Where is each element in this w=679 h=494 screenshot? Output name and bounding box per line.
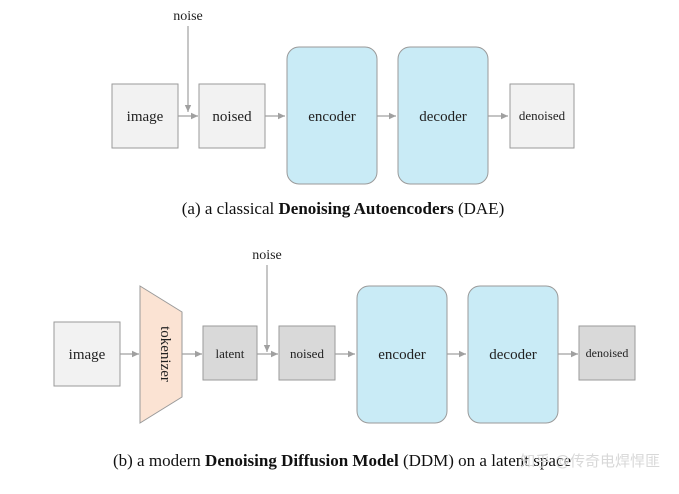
panel-b-image-label: image [69, 347, 106, 363]
panel-a: noise image noised encoder decoder denoi… [111, 9, 575, 218]
panel-b-tokenizer-shape [139, 285, 183, 424]
panel-a-caption-bold: Denoising Autoencoders [279, 199, 455, 218]
panel-b-caption-suffix: (DDM) on a latent space [399, 451, 571, 470]
panel-b-noise-label: noise [252, 248, 282, 263]
panel-b-image-box [53, 321, 121, 387]
panel-b-denoised-label: denoised [586, 346, 629, 360]
panel-b-caption-bold: Denoising Diffusion Model [205, 451, 399, 470]
panel-a-caption-suffix: (DAE) [454, 199, 505, 218]
panel-a-denoised-label: denoised [519, 108, 566, 123]
panel-a-decoder-label: decoder [419, 109, 466, 125]
panel-b: noise image tokenizer latent noised enco… [53, 248, 636, 470]
watermark-text: 知乎 @传奇电焊悍匪 [520, 452, 660, 470]
panel-b-decoder-label: decoder [489, 347, 536, 363]
panel-a-noised-label: noised [212, 109, 252, 125]
panel-b-encoder-label: encoder [378, 347, 425, 363]
panel-b-caption-prefix: (b) a modern [113, 451, 205, 470]
panel-a-caption: (a) a classical Denoising Autoencoders (… [182, 199, 504, 218]
panel-b-denoised-box [578, 325, 636, 381]
panel-b-noised-box [278, 325, 336, 381]
panel-b-caption: (b) a modern Denoising Diffusion Model (… [113, 451, 571, 470]
panel-a-encoder-label: encoder [308, 109, 355, 125]
panel-b-noised-label: noised [290, 346, 324, 361]
panel-a-denoised-box [509, 83, 575, 149]
panel-a-noise-label: noise [173, 9, 203, 24]
panel-a-noised-box [198, 83, 266, 149]
panel-a-image-label: image [127, 109, 164, 125]
panel-b-latent-box [202, 325, 258, 381]
panel-b-tokenizer-label: tokenizer [157, 326, 173, 382]
panel-a-caption-prefix: (a) a classical [182, 199, 279, 218]
panel-b-latent-label: latent [216, 346, 245, 361]
